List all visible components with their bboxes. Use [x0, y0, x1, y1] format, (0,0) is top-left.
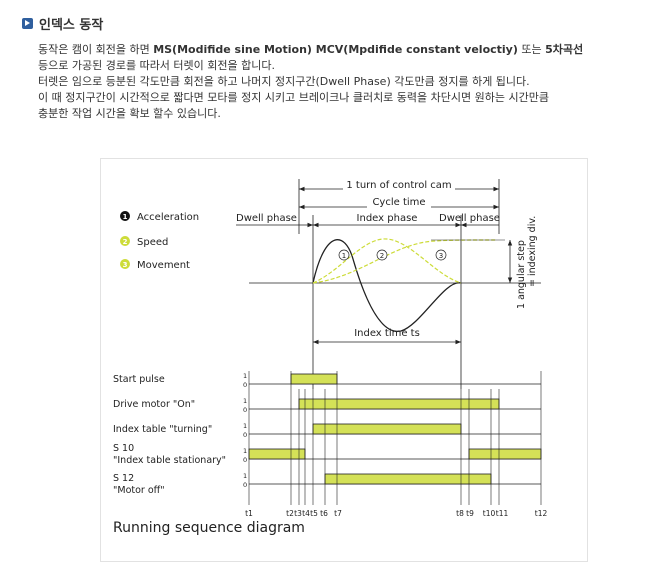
signal-label-drive-motor: Drive motor "On"	[113, 399, 195, 410]
signal-rows: Start pulse 1 0 Drive motor "On" 1 0 Ind…	[113, 372, 542, 496]
signal-label-s10: S 10	[113, 443, 134, 454]
signal-label-s12-desc: "Motor off"	[113, 485, 165, 496]
legend-num-1: 1	[123, 213, 128, 221]
acceleration-curve	[312, 239, 462, 332]
angular-step-label: 1 angular step	[516, 240, 527, 309]
signal-level-one: 1	[243, 397, 247, 405]
desc-line-4: 이 때 정지구간이 시간적으로 짧다면 모타를 정지 시키고 브레이크나 클러치…	[38, 91, 549, 104]
time-label-t11: t11	[496, 509, 509, 518]
turn-label: 1 turn of control cam	[346, 180, 451, 191]
movement-curve	[312, 239, 498, 284]
signal-label-start-pulse: Start pulse	[113, 374, 165, 385]
desc-line-5: 충분한 작업 시간을 확보 할수 있습니다.	[38, 107, 221, 120]
desc-text: 또는	[517, 43, 546, 56]
curve-marker-1-label: 1	[342, 252, 346, 260]
desc-line-1: 동작은 캠이 회전을 하면 MS(Modifide sine Motion) M…	[38, 42, 658, 58]
legend-dot-3	[120, 259, 130, 269]
cycle-label: Cycle time	[372, 197, 425, 208]
time-label-t5: t5	[310, 509, 318, 518]
signal-label-s10-desc: "Index table stationary"	[113, 455, 226, 466]
curve-marker-1	[338, 249, 350, 261]
signal-level-one: 1	[243, 447, 247, 455]
section-title: 인덱스 동작	[39, 18, 104, 33]
signal-level-zero: 0	[243, 406, 247, 414]
desc-bold-motion: MS(Modifide sine Motion) MCV(Mpdifide co…	[153, 43, 518, 56]
signal-level-zero: 0	[243, 431, 247, 439]
desc-line-3: 터렛은 임으로 등분된 각도만큼 회전을 하고 나머지 정지구간(Dwell P…	[38, 75, 530, 88]
dwell-left-label: Dwell phase	[236, 213, 297, 224]
time-label-t10: t10	[483, 509, 496, 518]
signal-level-zero: 0	[243, 381, 247, 389]
signal-level-zero: 0	[243, 456, 247, 464]
sequence-diagram-svg: 1 Acceleration 2 Speed 3 Movement 1 turn…	[113, 179, 547, 536]
arrow-right-icon	[22, 18, 33, 29]
time-label-t9: t9	[466, 509, 474, 518]
legend: 1 Acceleration 2 Speed 3 Movement	[120, 211, 199, 271]
time-label-t12: t12	[535, 509, 548, 518]
signal-level-one: 1	[243, 472, 247, 480]
s12-high	[324, 473, 492, 485]
time-label-t4: t4	[302, 509, 310, 518]
time-axis: t1 t2 t3 t4 t5 t6 t7 t8 t9 t10 t11 t12	[245, 371, 547, 518]
legend-dot-1	[120, 211, 130, 221]
legend-label-movement: Movement	[137, 260, 190, 271]
desc-text: 동작은 캠이 회전을 하면	[38, 43, 154, 56]
dwell-right-label: Dwell phase	[439, 213, 500, 224]
cycle-dimensions: 1 turn of control cam Cycle time Dwell p…	[236, 179, 500, 389]
curve-marker-3-label: 3	[439, 252, 443, 260]
signal-label-index-turning: Index table "turning"	[113, 424, 212, 435]
motion-curves: 1 2 3 1 angular step = indexing div. Ind…	[249, 216, 541, 345]
signal-level-one: 1	[243, 372, 247, 380]
desc-bold-5th: 5차곡선	[545, 43, 584, 56]
legend-num-2: 2	[123, 238, 128, 246]
time-label-t6: t6	[320, 509, 328, 518]
signal-label-s12: S 12	[113, 473, 134, 484]
s10-high-right	[468, 448, 542, 460]
time-label-t1: t1	[245, 509, 253, 518]
curve-marker-2-label: 2	[380, 252, 384, 260]
speed-curve	[312, 238, 462, 284]
legend-label-speed: Speed	[137, 237, 168, 248]
index-time-label: Index time ts	[354, 328, 420, 339]
curve-marker-3	[435, 249, 447, 261]
running-sequence-figure: 1 Acceleration 2 Speed 3 Movement 1 turn…	[100, 158, 588, 562]
desc-line-2: 등으로 가공된 경로를 따라서 터렛이 회전을 합니다.	[38, 59, 275, 72]
indexing-div-label: = indexing div.	[527, 216, 538, 287]
s10-high-left	[248, 448, 306, 460]
signal-level-one: 1	[243, 422, 247, 430]
time-label-t3: t3	[294, 509, 302, 518]
diagram-title: Running sequence diagram	[113, 520, 305, 536]
curve-marker-2	[376, 249, 388, 261]
index-turning-high	[312, 423, 462, 435]
index-phase-label: Index phase	[357, 213, 418, 224]
start-pulse-high	[290, 373, 338, 385]
legend-num-3: 3	[123, 261, 128, 269]
time-label-t7: t7	[334, 509, 342, 518]
time-label-t8: t8	[456, 509, 464, 518]
section-header: 인덱스 동작	[22, 14, 103, 33]
time-label-t2: t2	[286, 509, 294, 518]
description: 동작은 캠이 회전을 하면 MS(Modifide sine Motion) M…	[38, 42, 658, 122]
signal-level-zero: 0	[243, 481, 247, 489]
legend-label-acceleration: Acceleration	[137, 212, 199, 223]
legend-dot-2	[120, 236, 130, 246]
